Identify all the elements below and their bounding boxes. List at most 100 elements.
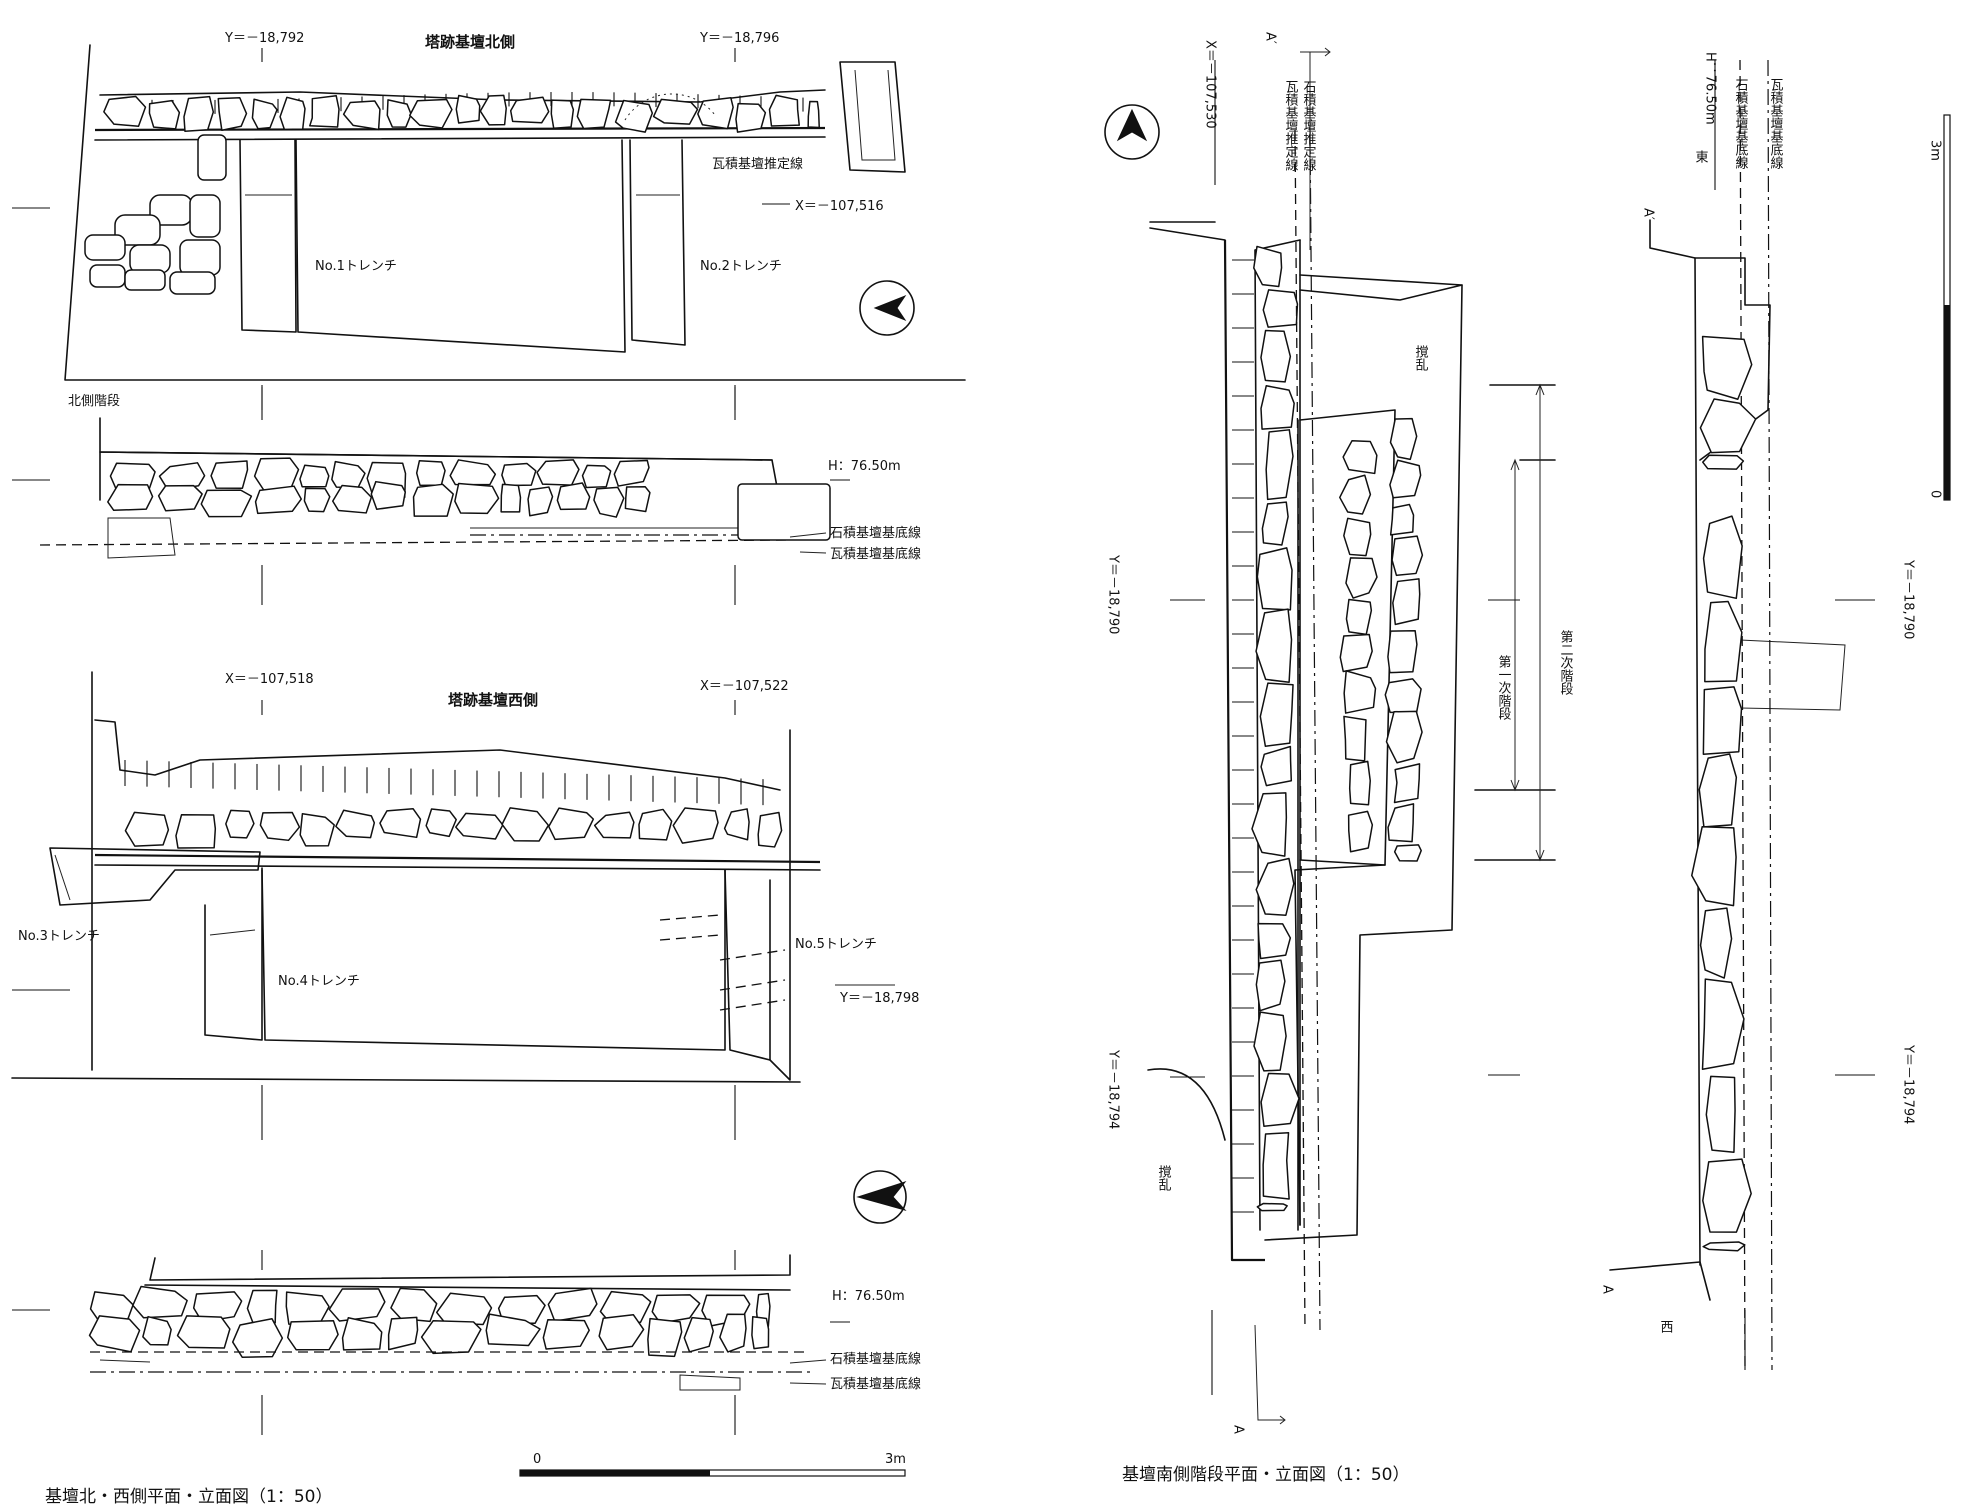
west-plan-x1: X＝－107,518 (225, 672, 314, 687)
west-plan-title: 塔跡基壇西側 (448, 691, 538, 709)
stone (142, 1315, 172, 1346)
stone (1702, 686, 1743, 755)
stone (175, 814, 217, 849)
north-elevation: 北側階段 H：76.50m 石積基壇基底線 瓦積基壇基底線 (12, 387, 921, 605)
stone (1702, 515, 1743, 600)
stone (1265, 429, 1294, 501)
stone (1253, 245, 1283, 288)
right-elev-stone-base: 石積基壇基底線 (1733, 78, 1749, 169)
scale-right-max: 3m (1928, 140, 1943, 161)
stone (1389, 417, 1418, 461)
stone (1385, 710, 1423, 764)
stone (148, 99, 181, 130)
stone (1339, 633, 1373, 673)
stone (1704, 600, 1743, 683)
stone (1262, 289, 1299, 328)
stone (1260, 745, 1293, 787)
west-tile-base: 瓦積基壇基底線 (830, 1376, 921, 1392)
south-stairs-elevation: A′ 東 H：76.50m 石積基壇基底線 瓦積基壇基底線 Y＝－18,790 … (1600, 52, 1916, 1371)
stone (449, 459, 497, 486)
right-elev-west: 西 (1658, 1320, 1674, 1333)
stone (231, 1317, 284, 1359)
west-plan: X＝－107,518 X＝－107,522 塔跡基壇西側 No.3トレンチ No… (11, 671, 919, 1140)
stone (183, 95, 215, 133)
stone (576, 98, 612, 130)
right-elev-tile-base: 瓦積基壇基底線 (1768, 78, 1784, 169)
stone (1253, 1011, 1287, 1072)
right-plan-a-prime: A′ (1263, 32, 1278, 44)
stone (1389, 459, 1422, 499)
stone (1348, 760, 1371, 806)
north-arrow-icon (1104, 104, 1160, 160)
stone (132, 1285, 188, 1319)
stone (1256, 547, 1293, 611)
stone (501, 807, 550, 842)
stone (1260, 1072, 1300, 1128)
stone (485, 1313, 541, 1347)
stone (390, 1287, 438, 1323)
stone (547, 1287, 598, 1322)
stone (1255, 857, 1295, 916)
stone (420, 1320, 482, 1355)
stone (1343, 517, 1372, 557)
step-2-label: 第二次階段 (1558, 630, 1574, 695)
stone (1699, 907, 1733, 979)
stone (1342, 440, 1378, 475)
north-plan-title: 塔跡基壇北側 (425, 33, 515, 51)
stone (1260, 329, 1292, 383)
stone (613, 459, 650, 487)
stone (1347, 810, 1374, 853)
right-plan-y1: Y＝－18,790 (1106, 554, 1121, 634)
stone (1384, 678, 1422, 714)
north-arrow-icon (859, 280, 915, 336)
west-elevation: H：76.50m 石積基壇基底線 瓦積基壇基底線 (12, 1170, 921, 1435)
stone (1702, 1158, 1752, 1233)
stone (251, 98, 278, 130)
stone (1389, 503, 1415, 536)
stone (556, 482, 591, 511)
stone (225, 809, 255, 839)
stone (309, 95, 340, 128)
stone (1387, 803, 1415, 843)
north-plan-x: X＝－107,516 (795, 199, 884, 214)
stone (683, 1316, 714, 1353)
stone (103, 95, 147, 128)
stone (1702, 1241, 1746, 1252)
stone (1705, 1075, 1736, 1154)
stone (409, 98, 453, 129)
right-tile-line: 瓦積基壇推定線 (1283, 80, 1299, 171)
stone (807, 100, 820, 129)
north-tile-line: 瓦積基壇推定線 (712, 156, 803, 172)
trench-3-label: No.3トレンチ (18, 929, 100, 944)
stone (1257, 922, 1292, 960)
stone (536, 459, 580, 486)
west-elev-height: H：76.50m (832, 1289, 905, 1304)
stone (286, 1320, 339, 1351)
right-plan-a: A (1231, 1425, 1246, 1434)
south-stairs-plan: X＝－107,530 A′ 瓦積基壇推定線 石積基壇推定線 Y＝－18,790 … (1104, 32, 1574, 1434)
north-elev-height: H：76.50m (828, 459, 901, 474)
stone (1261, 501, 1289, 546)
stone (751, 1315, 770, 1350)
stone (527, 486, 554, 517)
stone (200, 489, 253, 518)
stone (246, 1289, 278, 1325)
stone (454, 482, 500, 515)
stone (598, 1313, 645, 1351)
stone (1255, 608, 1293, 683)
stone (176, 1315, 231, 1349)
stone (328, 1288, 386, 1322)
stone (217, 97, 248, 131)
stone (497, 1294, 546, 1324)
stone (253, 457, 300, 491)
stone (624, 486, 651, 513)
stone (1262, 1132, 1290, 1200)
west-plan-x2: X＝－107,522 (700, 679, 789, 694)
right-elev-y2: Y＝－18,794 (1901, 1044, 1916, 1124)
right-plan-y2: Y＝－18,794 (1106, 1049, 1121, 1129)
stone (1339, 474, 1372, 515)
north-tile-base: 瓦積基壇基底線 (830, 546, 921, 562)
stone (387, 1316, 419, 1351)
stone (735, 102, 767, 133)
stone (331, 460, 366, 489)
